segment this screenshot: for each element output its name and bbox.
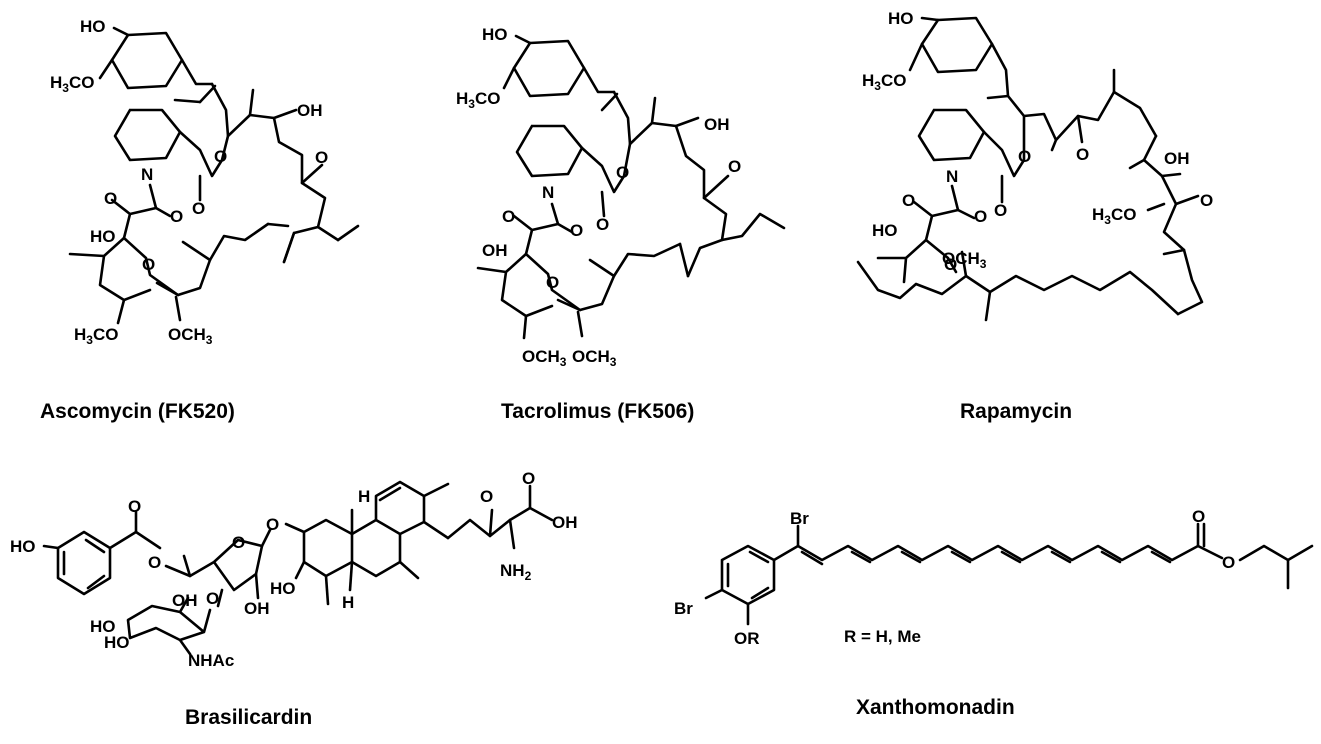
brasilicardin-h-bottom: H xyxy=(342,593,354,612)
rapamycin-ho-pyran: HO xyxy=(872,221,898,240)
brasilicardin-ho-core: HO xyxy=(270,579,296,598)
xanthomonadin-br-vinyl: Br xyxy=(790,509,809,528)
brasilicardin-o-link2: O xyxy=(206,589,219,608)
brasilicardin-o-acid: O xyxy=(522,469,535,488)
tacrolimus-och3-a: OCH3 xyxy=(522,347,567,369)
ascomycin-o-ring: O xyxy=(142,255,155,274)
ascomycin-n-label: N xyxy=(141,165,153,184)
xanthomonadin-br-ring: Br xyxy=(674,599,693,618)
tacrolimus-o-keto: O xyxy=(502,207,515,226)
brasilicardin-o-methoxy: O xyxy=(480,487,493,506)
tacrolimus-o-ketone: O xyxy=(728,157,741,176)
tacrolimus-h3co-label: H3CO xyxy=(456,89,500,111)
brasilicardin-oh-sugar1: OH xyxy=(244,599,270,618)
caption-ascomycin: Ascomycin (FK520) xyxy=(40,400,235,423)
tacrolimus-ho-label: HO xyxy=(482,25,508,44)
tacrolimus-structure: HO H3CO OH O N O O O O OH O OCH3 OCH3 xyxy=(456,25,786,369)
rapamycin-o-amide: O xyxy=(974,207,987,226)
ascomycin-o-ketone: O xyxy=(315,148,328,167)
brasilicardin-ho-phenol: HO xyxy=(10,537,36,556)
rapamycin-h3co-mid: H3CO xyxy=(1092,205,1136,227)
rapamycin-o-keto: O xyxy=(902,191,915,210)
ascomycin-ho-pyran: HO xyxy=(90,227,116,246)
ascomycin-o-ester: O xyxy=(214,147,227,166)
ascomycin-h3co-label: H3CO xyxy=(50,73,94,95)
ascomycin-structure: HO H3CO OH O N O O O O HO xyxy=(50,17,360,347)
ascomycin-h3co-lower: H3CO xyxy=(74,325,118,347)
rapamycin-structure: HO H3CO O OH H3CO O OCH3 N O O O O HO xyxy=(856,9,1213,322)
xanthomonadin-o-ester: O xyxy=(1222,553,1235,572)
caption-tacrolimus: Tacrolimus (FK506) xyxy=(501,400,695,423)
ascomycin-o-amide: O xyxy=(170,207,183,226)
tacrolimus-oh-label: OH xyxy=(704,115,730,134)
brasilicardin-ho-b: HO xyxy=(104,633,130,652)
brasilicardin-nhac: NHAc xyxy=(188,651,234,670)
tacrolimus-o-ester2: O xyxy=(596,215,609,234)
caption-brasilicardin: Brasilicardin xyxy=(185,706,313,729)
ascomycin-ho-label: HO xyxy=(80,17,106,36)
tacrolimus-o-amide: O xyxy=(570,221,583,240)
rapamycin-o-ester: O xyxy=(1018,147,1031,166)
tacrolimus-o-ester: O xyxy=(616,163,629,182)
ascomycin-o-ester2: O xyxy=(192,199,205,218)
rapamycin-n-label: N xyxy=(946,167,958,186)
xanthomonadin-o-carbonyl: O xyxy=(1192,507,1205,526)
brasilicardin-oh-acid: OH xyxy=(552,513,578,532)
ascomycin-o-keto: O xyxy=(104,189,117,208)
xanthomonadin-or: OR xyxy=(734,629,760,648)
rapamycin-o-ring: O xyxy=(944,255,957,274)
rapamycin-oh-label: OH xyxy=(1164,149,1190,168)
xanthomonadin-structure: Br OR Br O O xyxy=(674,507,1314,648)
tacrolimus-o-ring: O xyxy=(546,273,559,292)
brasilicardin-o-link: O xyxy=(266,515,279,534)
rapamycin-o-ketone: O xyxy=(1076,145,1089,164)
brasilicardin-o-ester: O xyxy=(148,553,161,572)
brasilicardin-nh2: NH2 xyxy=(500,561,532,583)
rapamycin-o-ester2: O xyxy=(994,201,1007,220)
brasilicardin-structure: HO O O O O OH O OH HO HO NHAc O xyxy=(10,469,578,670)
ascomycin-oh-label: OH xyxy=(297,101,323,120)
brasilicardin-h-top: H xyxy=(358,487,370,506)
caption-rapamycin: Rapamycin xyxy=(960,400,1073,423)
rapamycin-o-ketone2: O xyxy=(1200,191,1213,210)
brasilicardin-o-carbonyl: O xyxy=(128,497,141,516)
rapamycin-ho-label: HO xyxy=(888,9,914,28)
tacrolimus-n-label: N xyxy=(542,183,554,202)
tacrolimus-oh-pyran: OH xyxy=(482,241,508,260)
brasilicardin-ho-a: HO xyxy=(90,617,116,636)
xanthomonadin-r-note: R = H, Me xyxy=(844,627,921,646)
caption-xanthomonadin: Xanthomonadin xyxy=(856,696,1015,719)
brasilicardin-o-sugar1: O xyxy=(232,533,245,552)
rapamycin-h3co-label: H3CO xyxy=(862,71,906,93)
tacrolimus-och3-b: OCH3 xyxy=(572,347,617,369)
ascomycin-och3-lower: OCH3 xyxy=(168,325,213,347)
brasilicardin-oh-sugar2: OH xyxy=(172,591,198,610)
